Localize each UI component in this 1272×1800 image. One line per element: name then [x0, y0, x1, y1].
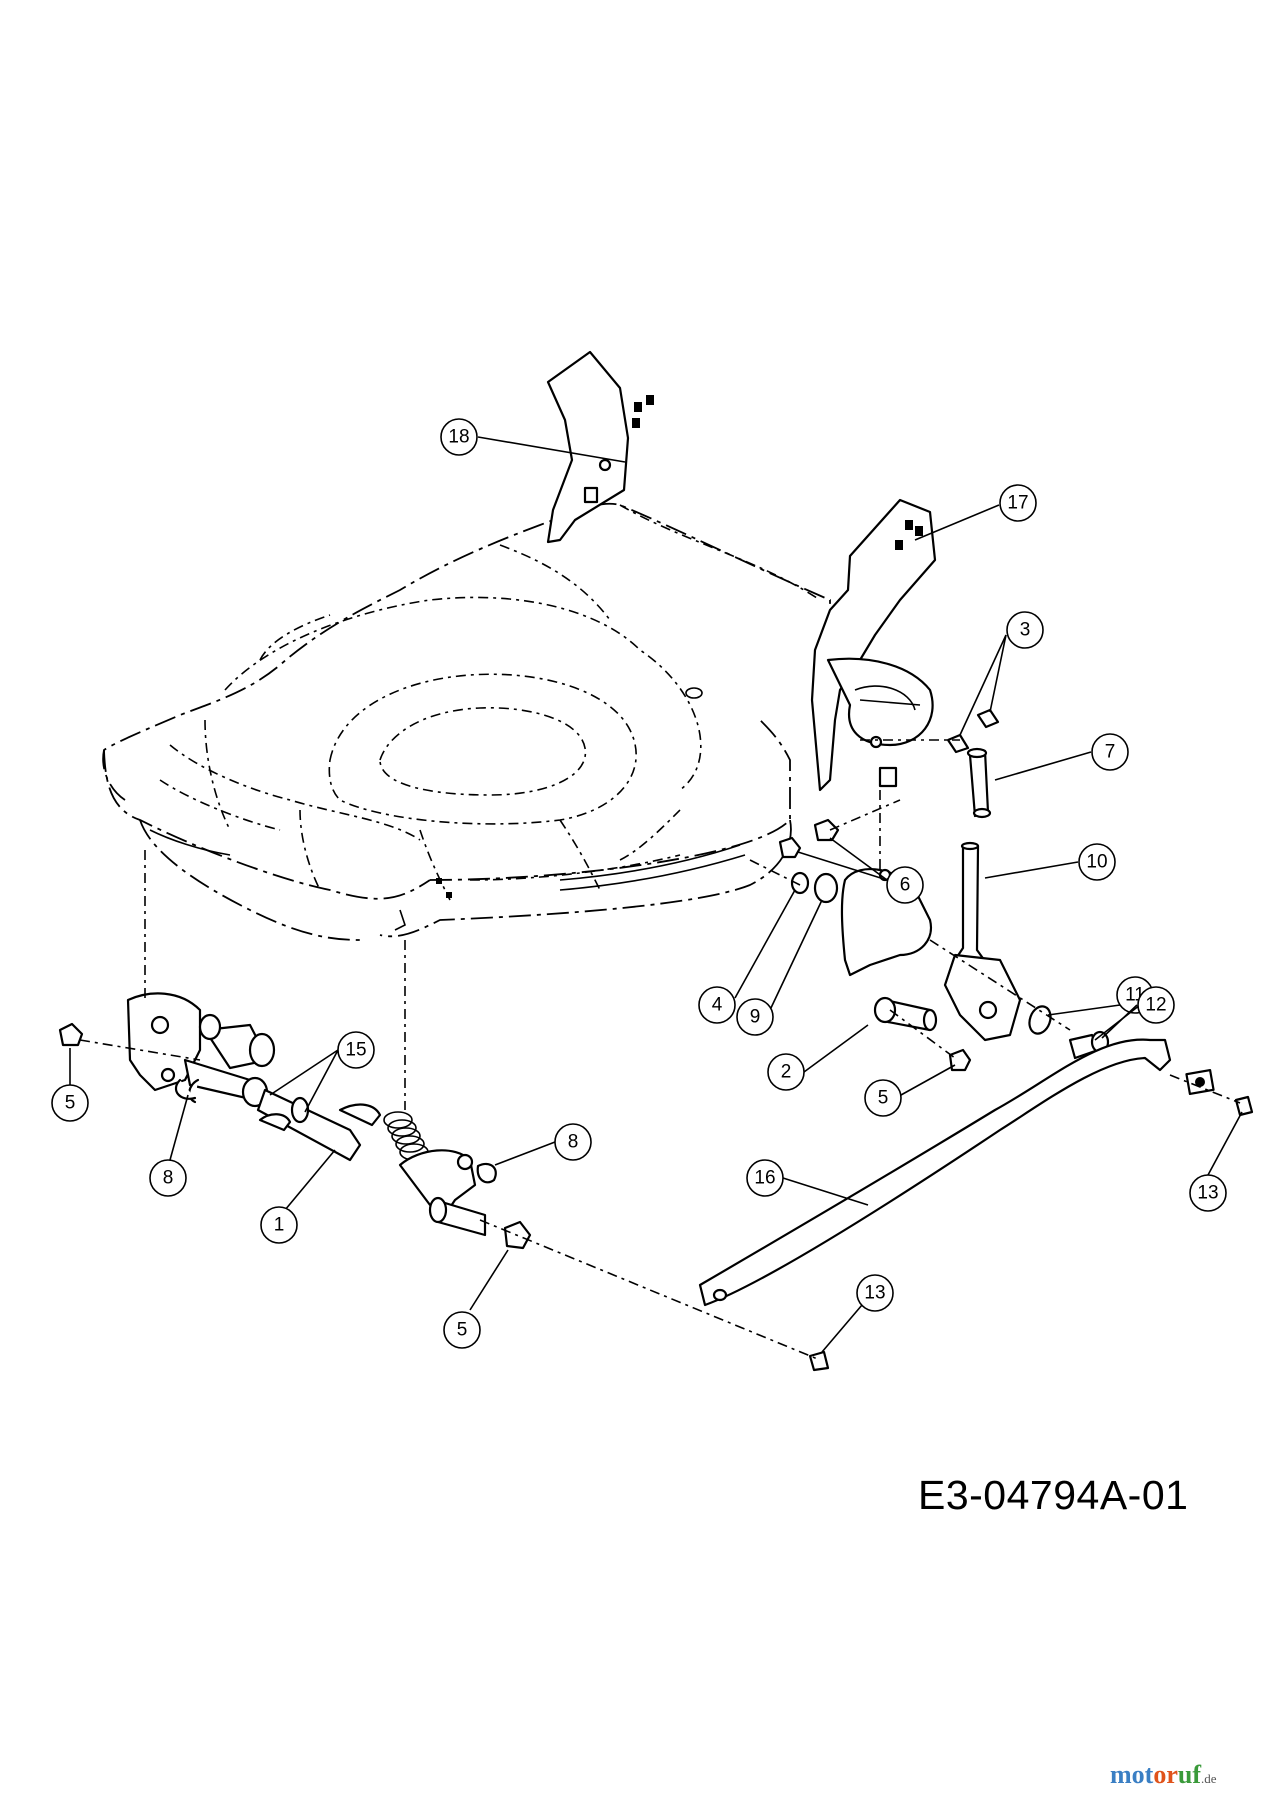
front-axle-assembly	[58, 992, 972, 1250]
pin-7	[966, 747, 992, 819]
svg-text:9: 9	[750, 1007, 761, 1028]
callout-9: 9	[736, 899, 823, 1036]
callout-12-badge: 12	[1101, 986, 1175, 1039]
callout-5-left: 5	[51, 1048, 89, 1122]
callout-17: 17	[914, 484, 1037, 541]
callout-7: 7	[994, 733, 1129, 781]
callout-16: 16	[746, 1159, 869, 1206]
screw-13-left	[808, 1350, 830, 1372]
svg-text:3: 3	[1020, 620, 1031, 641]
svg-text:15: 15	[345, 1040, 366, 1061]
svg-text:5: 5	[878, 1088, 889, 1109]
svg-text:6: 6	[900, 875, 911, 896]
assembly-lines	[79, 739, 1241, 1361]
washer-9	[813, 872, 839, 904]
washer-11	[1028, 1005, 1052, 1035]
callout-2: 2	[767, 1024, 869, 1091]
callout-15: 15	[269, 1031, 375, 1113]
diagram-code: E3-04794A-01	[918, 1472, 1189, 1518]
lever-plate	[943, 953, 1022, 1042]
screws-3	[946, 708, 1000, 754]
svg-text:8: 8	[568, 1132, 579, 1153]
svg-text:13: 13	[1197, 1183, 1218, 1204]
svg-text:5: 5	[457, 1320, 468, 1341]
svg-text:13: 13	[864, 1283, 885, 1304]
watermark-logo: motoruf.de	[1110, 1760, 1217, 1789]
screw-13-right	[1234, 1095, 1254, 1117]
callout-6: 6	[797, 837, 924, 904]
callout-4: 4	[698, 889, 796, 1024]
svg-text:1: 1	[274, 1215, 285, 1236]
connecting-rod-16	[698, 1038, 1215, 1307]
svg-text:17: 17	[1007, 493, 1028, 514]
washer-4	[790, 871, 810, 895]
callout-13-left: 13	[821, 1274, 894, 1353]
callout-1: 1	[260, 1149, 336, 1244]
svg-text:2: 2	[781, 1062, 792, 1083]
callout-8-right: 8	[494, 1123, 592, 1166]
nuts-6	[778, 818, 840, 859]
svg-text:12: 12	[1145, 995, 1166, 1016]
mower-deck	[102, 502, 831, 941]
handle-bracket-right	[810, 498, 937, 792]
svg-text:10: 10	[1086, 852, 1107, 873]
callout-8-left: 8	[149, 1094, 189, 1197]
callout-5-right: 5	[864, 1064, 956, 1117]
callout-13-right: 13	[1189, 1111, 1243, 1212]
svg-text:18: 18	[448, 427, 469, 448]
callout-3: 3	[959, 611, 1044, 736]
callout-18: 18	[440, 418, 626, 463]
callout-5-front: 5	[443, 1249, 509, 1349]
svg-text:8: 8	[163, 1168, 174, 1189]
callout-11: 11	[1047, 976, 1154, 1016]
svg-text:4: 4	[712, 995, 723, 1016]
callout-10: 10	[984, 843, 1116, 881]
svg-text:7: 7	[1105, 742, 1116, 763]
svg-text:5: 5	[65, 1093, 76, 1114]
svg-text:16: 16	[754, 1168, 775, 1189]
